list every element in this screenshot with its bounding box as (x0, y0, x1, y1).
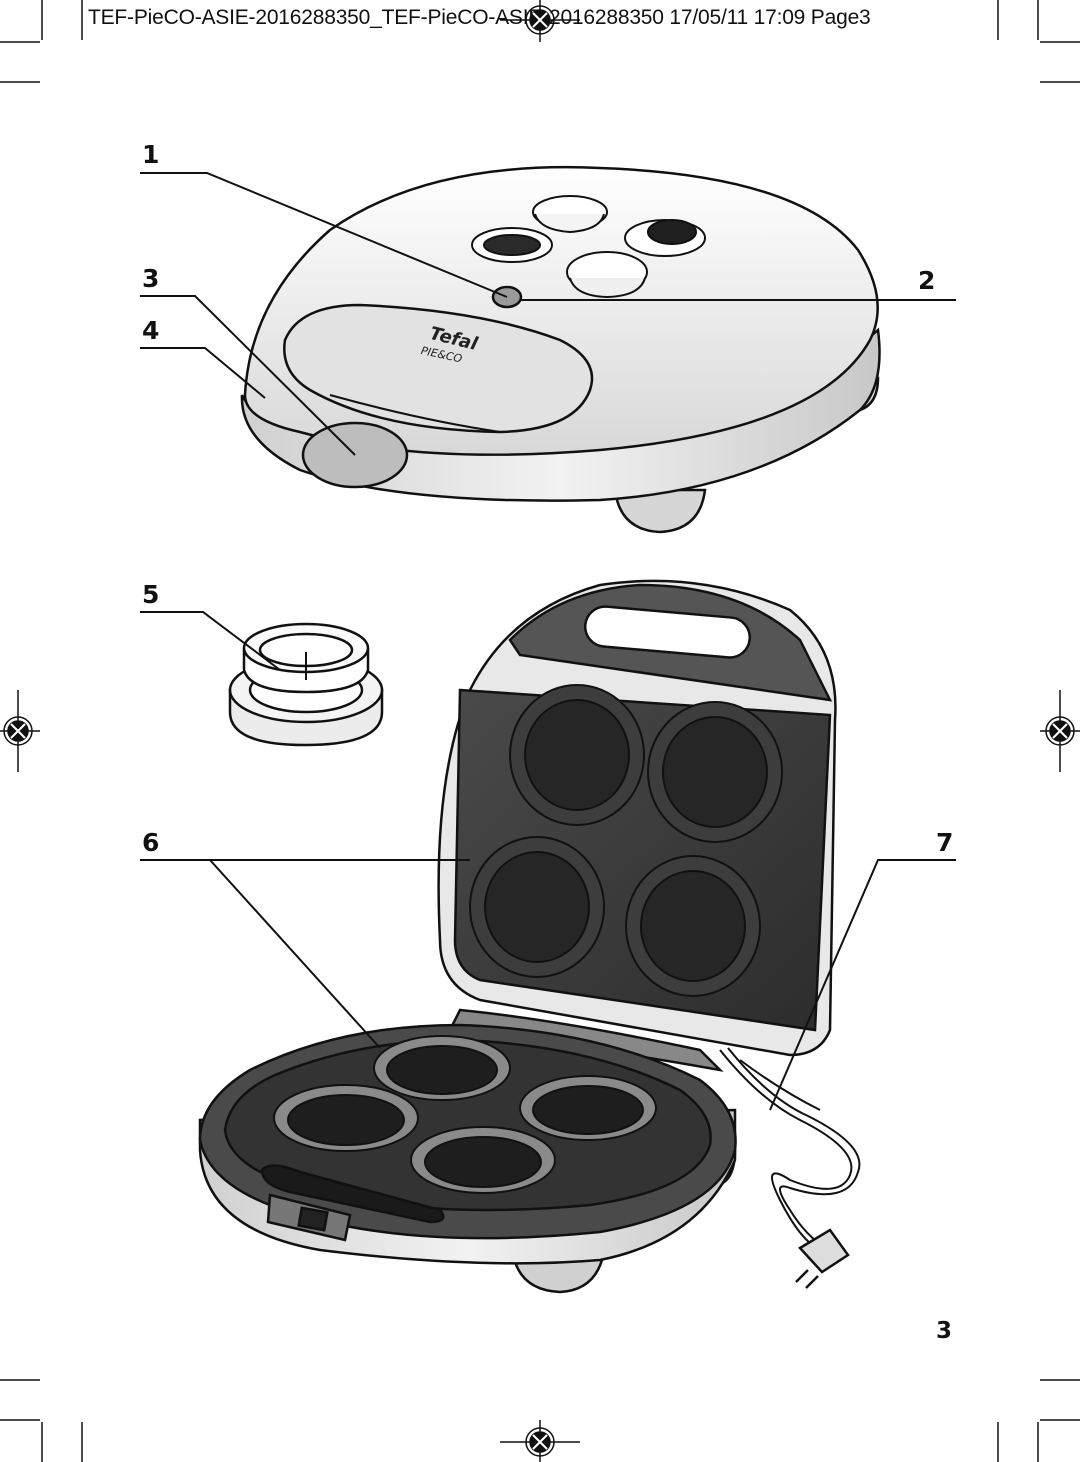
pie-decal-icons (471, 195, 706, 299)
power-cord (719, 1047, 861, 1251)
registration-mark-left (0, 690, 40, 772)
power-plug (798, 1228, 850, 1274)
callout-number-6: 6 (142, 828, 160, 857)
callout-number-4: 4 (142, 316, 160, 345)
callout-number-3: 3 (142, 264, 160, 293)
print-slug: TEF-PieCO-ASIE-2016288350_TEF-PieCO-ASIE… (88, 6, 871, 29)
callout-number-7: 7 (936, 828, 954, 857)
registration-mark-top (500, 0, 580, 42)
open-pie-maker (198, 579, 861, 1294)
registration-mark-bottom (500, 1420, 580, 1462)
callout-number-2: 2 (918, 266, 936, 295)
upper-cavities (469, 684, 783, 997)
page-number: 3 (936, 1318, 953, 1344)
callout-leader-lines (140, 172, 956, 1111)
pastry-cutter (228, 622, 384, 747)
callout-number-1: 1 (142, 140, 160, 169)
lower-cavities (273, 1035, 657, 1194)
registration-mark-right (1040, 690, 1080, 772)
callout-number-5: 5 (142, 580, 160, 609)
closed-pie-maker: Tefal PIE&CO (240, 165, 881, 534)
